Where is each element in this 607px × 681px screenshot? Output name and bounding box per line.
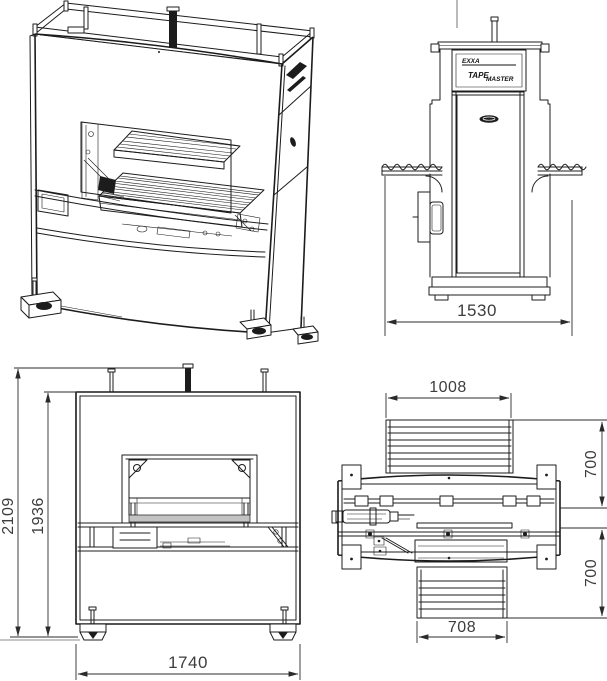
side-roller-conveyors <box>381 163 587 176</box>
top-frame <box>32 0 315 67</box>
dim-front-width-value: 1740 <box>168 653 208 672</box>
dim-frame-height-value: 1936 <box>30 497 47 535</box>
press-opening <box>121 454 258 528</box>
base-plate <box>428 276 551 301</box>
conveyor-band <box>77 522 299 552</box>
dim-outfeed-width-value: 708 <box>448 619 476 636</box>
dim-outfeed-width: 708 <box>416 619 508 643</box>
top-rod <box>490 16 499 43</box>
dim-outfeed-depth: 700 <box>507 527 607 619</box>
dim-front-width: 1740 <box>75 644 301 680</box>
dim-overall-height-value: 2109 <box>0 497 17 535</box>
isometric-view <box>20 0 319 345</box>
dim-side-width-value: 1530 <box>457 301 497 320</box>
body-internals-plan <box>335 495 561 563</box>
dim-side-width: 1530 <box>384 176 573 336</box>
frame-crossbar <box>67 26 85 34</box>
corner-plate <box>536 544 557 570</box>
dim-overall-height: 2109 <box>0 367 189 637</box>
lower-column-details <box>412 175 549 274</box>
top-guide-rods <box>83 6 262 55</box>
door-handle-icon <box>479 115 499 123</box>
side-window <box>37 189 69 217</box>
front-elevation-view: 2109 1936 1740 <box>0 363 301 680</box>
corner-plate <box>341 544 362 570</box>
table-edge <box>128 514 251 523</box>
product-name-tape: TAPE <box>468 71 489 80</box>
side-elevation-view: EXXA TAPE MASTER <box>381 0 587 336</box>
dim-infeed-width-value: 1008 <box>429 379 467 396</box>
leveling-feet <box>20 277 319 345</box>
top-rods <box>107 363 269 393</box>
machine-opening <box>80 121 232 214</box>
front-door <box>456 94 521 274</box>
dim-frame-height: 1936 <box>10 391 78 638</box>
brand-logo-text: EXXA <box>462 58 480 65</box>
dim-outfeed-depth-value: 700 <box>583 559 600 587</box>
brand-sticker-icon <box>286 62 307 79</box>
upper-roller-deck <box>113 130 241 170</box>
cabinet-outline <box>75 391 301 625</box>
taping-head-mechanism <box>81 121 125 202</box>
product-name-master: MASTER <box>486 76 514 83</box>
corner-plate <box>341 464 362 490</box>
front-feet <box>0 606 297 641</box>
front-rails <box>34 189 269 258</box>
logo-panel: EXXA TAPE MASTER <box>451 49 527 96</box>
drive-box <box>112 526 158 549</box>
tape-roll-plan <box>342 509 391 524</box>
right-side-panel <box>264 36 314 334</box>
plan-view: 1008 700 700 708 <box>331 379 607 643</box>
dim-infeed-depth-value: 700 <box>583 450 600 478</box>
infeed-conveyor <box>385 419 514 474</box>
dim-infeed-depth: 700 <box>513 419 607 509</box>
handle-icon <box>290 137 296 147</box>
cabinet-shell <box>29 33 283 334</box>
outfeed-conveyor <box>416 566 508 619</box>
dim-infeed-width: 1008 <box>385 379 512 418</box>
brand-sticker-icon <box>287 76 306 92</box>
corner-plate <box>536 464 557 490</box>
